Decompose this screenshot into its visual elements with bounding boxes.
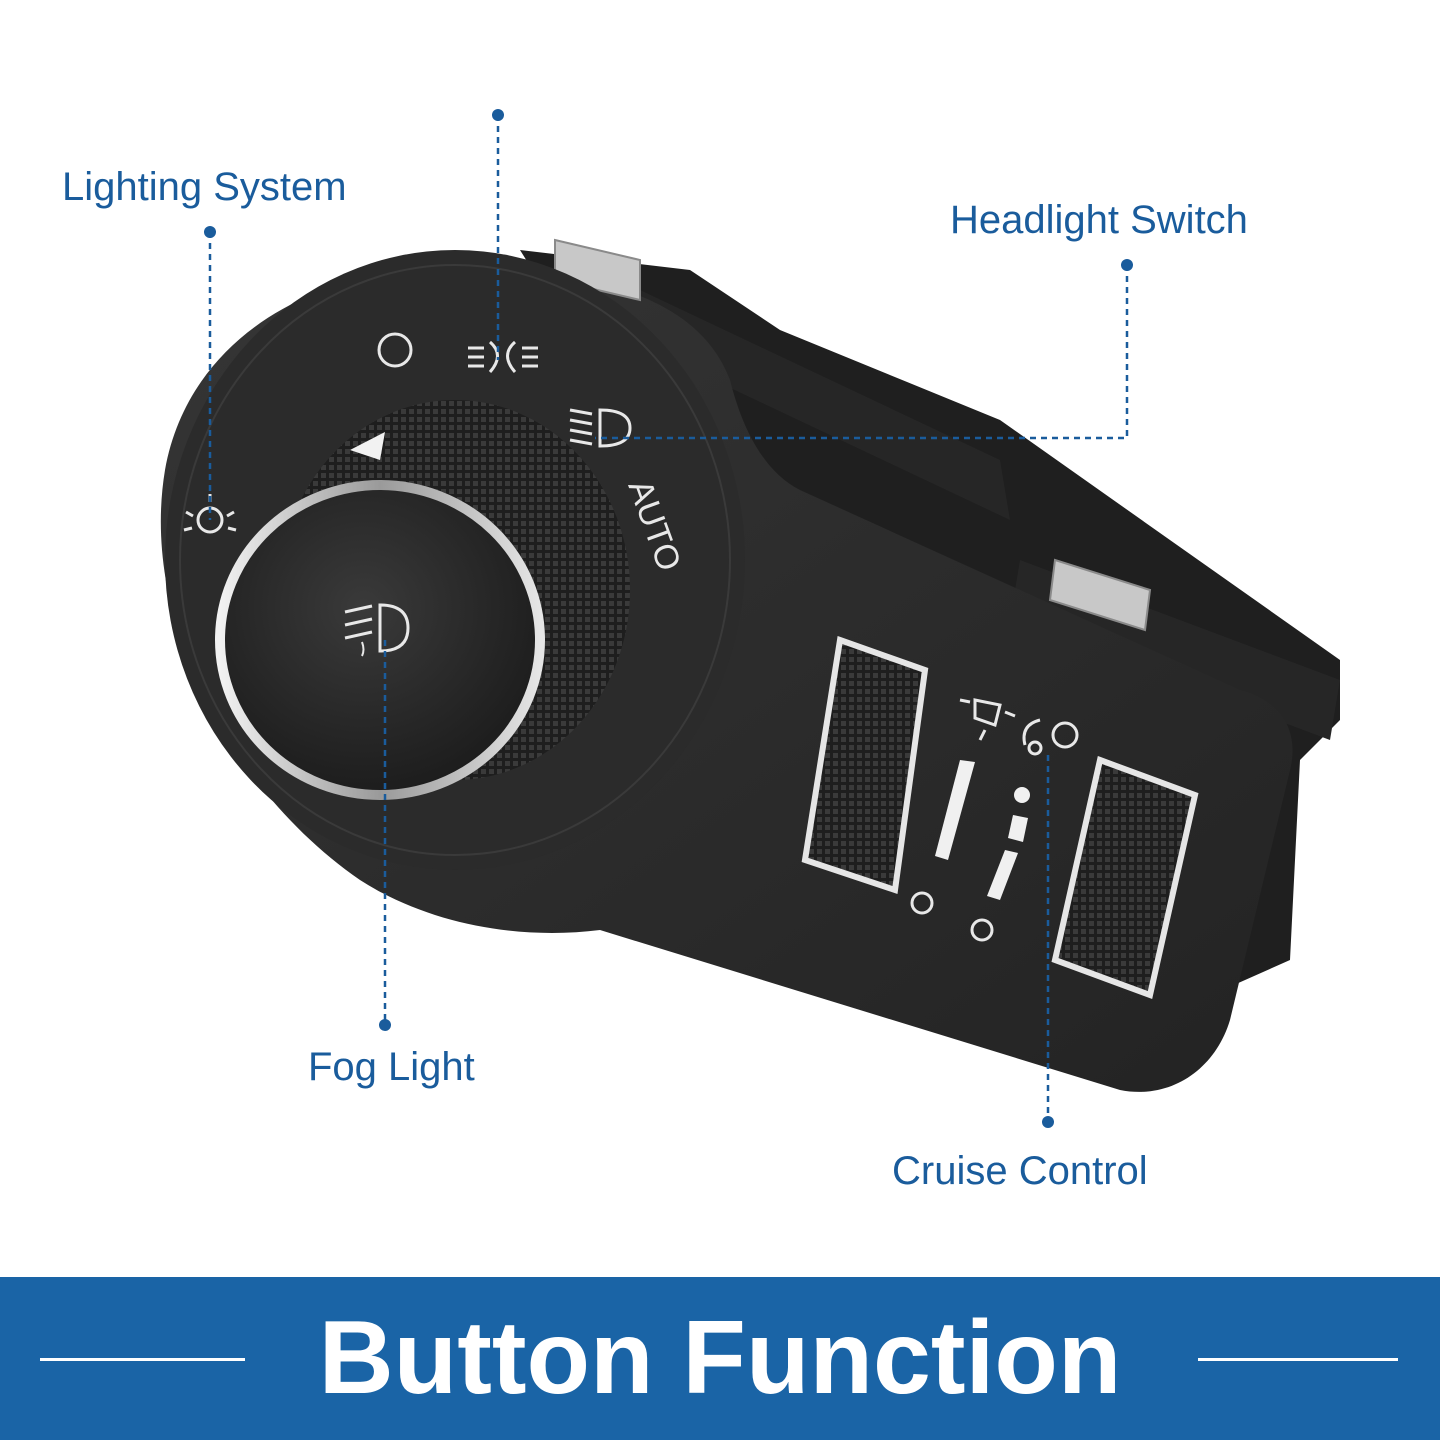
banner-rule-left (40, 1358, 245, 1361)
callout-dots (204, 109, 1133, 1128)
banner-rule-right (1198, 1358, 1398, 1361)
dome-light-thumbwheel[interactable] (801, 635, 929, 894)
low-beam-icon (569, 408, 632, 448)
fog-light-icon (344, 603, 410, 657)
title-banner: Button Function (0, 1277, 1440, 1440)
callout-leaders (208, 115, 1129, 1122)
callout-cruise-control: Cruise Control (892, 1149, 1148, 1193)
brightness-scale (910, 760, 1030, 942)
off-circle-icon (377, 332, 413, 368)
dome-light-icon (959, 698, 1016, 741)
callout-lighting-system: Lighting System (62, 165, 347, 209)
callout-fog-light: Fog Light (308, 1045, 475, 1089)
banner-title: Button Function (318, 1300, 1122, 1416)
parking-light-icon (468, 340, 538, 373)
dimmer-thumbwheel[interactable] (1051, 756, 1199, 999)
callout-headlight-switch: Headlight Switch (950, 198, 1248, 242)
dimmer-gear-icon (1022, 718, 1079, 756)
